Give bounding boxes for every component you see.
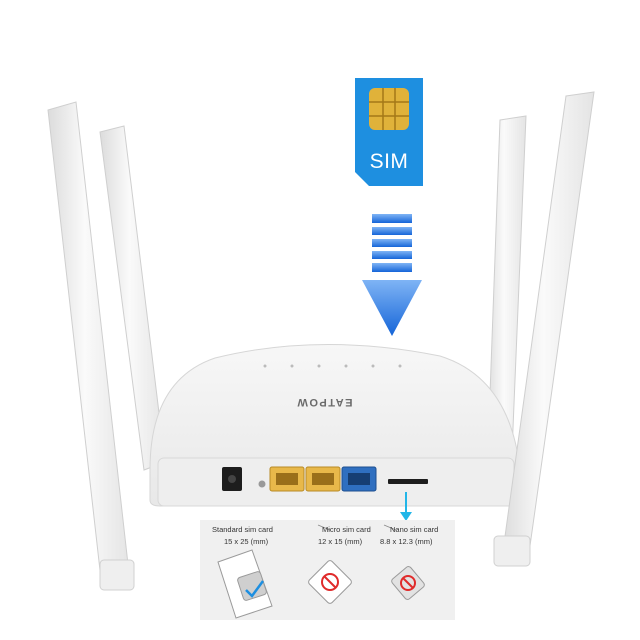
router-brand-logo: EATPOW [296,396,353,408]
nano-sim-size: 8.8 x 12.3 (mm) [380,537,433,546]
micro-sim-icon [308,560,352,604]
lan-port-1 [269,466,305,492]
insert-arrow-icon [362,214,422,336]
micro-sim-name: Micro sim card [322,525,371,534]
sim-size-guide: Standard sim card 15 x 25 (mm) Micro sim… [200,520,455,620]
wan-port [341,466,377,492]
nano-sim-name: Nano sim card [390,525,439,534]
sim-chip-icon [369,88,409,130]
antenna-front-left [47,101,135,591]
sim-slot [388,479,428,484]
reset-button [258,480,266,488]
sim-guide-illustrations [217,524,425,619]
prohibited-icon [321,573,339,591]
lan-port-2 [305,466,341,492]
standard-sim-size: 15 x 25 (mm) [224,537,269,546]
sim-card-shape [355,78,423,186]
antenna-front-right [493,91,595,567]
standard-sim-icon [217,549,273,619]
sim-card-icon: SIM [355,78,423,186]
status-led-row [263,364,402,368]
check-icon [245,580,265,598]
standard-sim-name: Standard sim card [212,525,273,534]
micro-sim-size: 12 x 15 (mm) [318,537,363,546]
nano-sim-icon [391,566,425,600]
sim-card-label: SIM [369,150,409,173]
power-port [222,467,242,491]
sim-slot-arrow-icon [400,492,412,521]
prohibited-icon [400,575,416,591]
